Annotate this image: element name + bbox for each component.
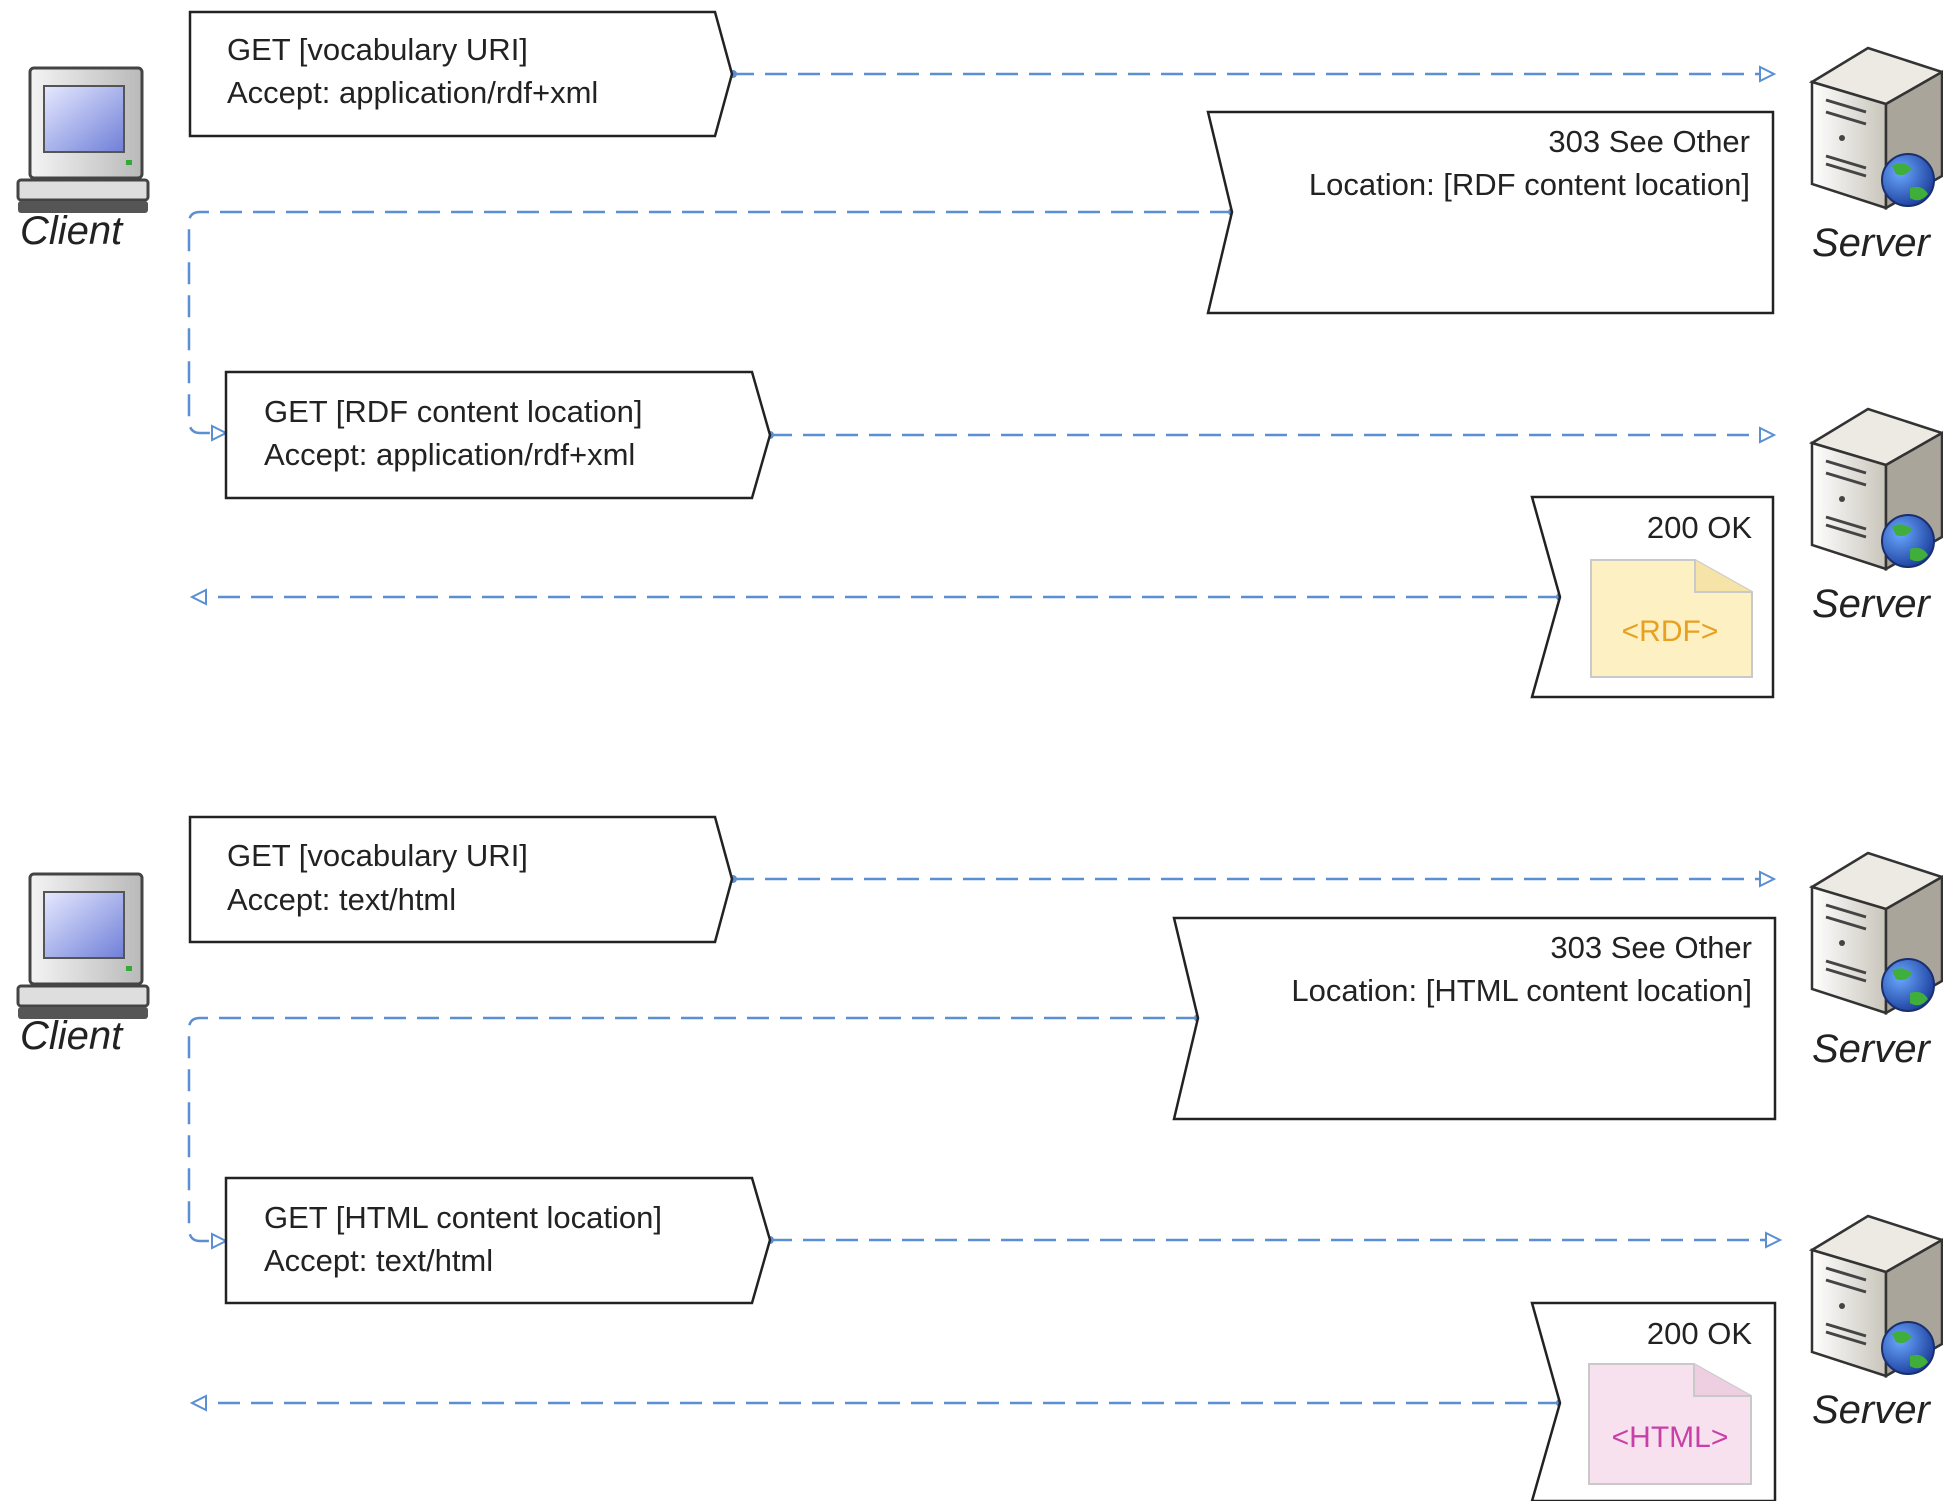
redirect-box-html (1172, 916, 1777, 1121)
scenario-rdf: Client GET [vocabulary URI] Accept: appl… (16, 10, 1943, 699)
response-status-html: 200 OK (1647, 1316, 1752, 1351)
client-computer-icon (16, 872, 150, 1019)
client-label: Client (20, 1014, 124, 1058)
redirect-status-html: 303 See Other (1550, 930, 1752, 965)
request-line-html-2a: GET [HTML content location] (264, 1200, 662, 1235)
redirect-status-rdf: 303 See Other (1548, 124, 1750, 159)
arrowhead-html-1 (1759, 870, 1777, 888)
client-computer-icon (16, 66, 150, 213)
redirect-box-rdf (1206, 110, 1775, 315)
server-icon (1808, 46, 1943, 211)
request-line-html-1a: GET [vocabulary URI] (227, 838, 528, 873)
connectors-html (187, 870, 1783, 1412)
server-icon (1808, 407, 1943, 572)
server-icon (1808, 851, 1943, 1016)
request-box-html-1 (188, 815, 734, 944)
redirect-return-arrow-html (187, 1016, 1198, 1243)
request-box-rdf-2 (224, 370, 772, 500)
server-label: Server (1812, 221, 1931, 265)
rdf-document-label: <RDF> (1622, 615, 1719, 648)
request-line-rdf-2b: Accept: application/rdf+xml (264, 437, 635, 472)
rdf-document-icon (1590, 559, 1753, 678)
html-document-label: <HTML> (1612, 1421, 1729, 1454)
server-label: Server (1812, 1027, 1931, 1071)
server-label: Server (1812, 1388, 1931, 1432)
request-box-rdf-1 (188, 10, 734, 138)
request-line-html-2b: Accept: text/html (264, 1243, 493, 1278)
redirect-location-rdf: Location: [RDF content location] (1309, 167, 1750, 202)
arrowhead-rdf-1 (1759, 65, 1777, 83)
server-label: Server (1812, 582, 1931, 626)
response-status-rdf: 200 OK (1647, 510, 1752, 545)
redirect-return-arrow-rdf (187, 210, 1232, 435)
request-line-html-1b: Accept: text/html (227, 882, 456, 917)
arrowhead-html-4 (189, 1394, 207, 1412)
request-line-rdf-1b: Accept: application/rdf+xml (227, 75, 598, 110)
html-document-icon (1588, 1363, 1752, 1485)
arrowhead-rdf-4 (189, 588, 207, 606)
request-box-html-2 (224, 1176, 772, 1305)
request-line-rdf-1a: GET [vocabulary URI] (227, 32, 528, 67)
arrowhead-html-2 (211, 1232, 229, 1250)
redirect-location-html: Location: [HTML content location] (1291, 973, 1752, 1008)
request-line-rdf-2a: GET [RDF content location] (264, 394, 642, 429)
scenario-html: Client GET [vocabulary URI] Accept: text… (16, 815, 1943, 1501)
arrowhead-html-3 (1765, 1231, 1783, 1249)
arrowhead-rdf-3 (1759, 426, 1777, 444)
connectors-rdf (187, 65, 1777, 606)
server-icon (1808, 1214, 1943, 1379)
client-label: Client (20, 209, 124, 253)
arrowhead-rdf-2 (211, 424, 229, 442)
